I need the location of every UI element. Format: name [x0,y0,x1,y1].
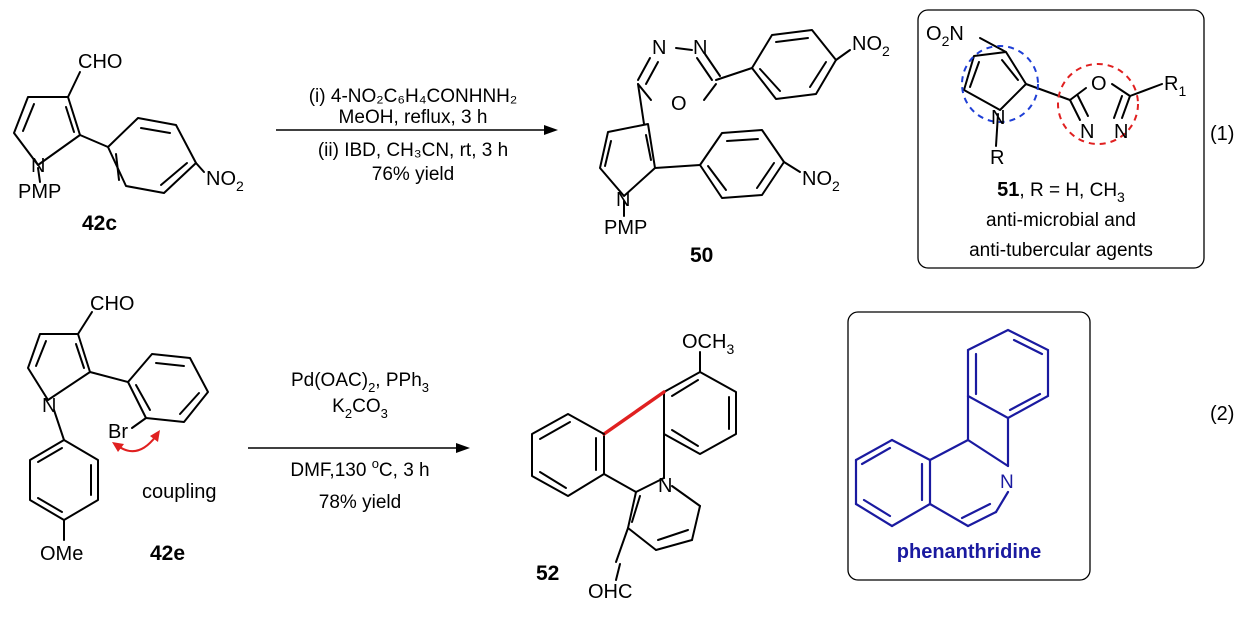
pmp-label-50: PMP [604,217,647,239]
n1-label-51: N [1080,121,1094,143]
inset-caption-line3: anti-tubercular agents [969,240,1153,261]
och3-label-52: OCH3 [682,331,734,357]
compound-id-50: 50 [690,244,713,267]
compound-id-42e: 42e [150,542,185,565]
oxadiazole-n1-label-50: N [652,37,666,59]
inset-caption-line2: anti-microbial and [986,210,1136,231]
reaction-number-1: (1) [1210,123,1234,145]
coupling-arrowhead-left [112,442,124,452]
new-cc-bond [602,390,666,436]
br-label-42e: Br [108,421,128,443]
coupling-arrow [117,435,157,453]
oxadiazole-o-label-50: O [671,93,687,115]
phenanthridine-n-label: N [1000,472,1014,493]
conditions-2-line2: K2CO3 [332,396,388,421]
pmp-label-42c: PMP [18,181,61,203]
compound-50-structure [599,29,851,217]
compound-id-42c: 42c [82,212,117,235]
reaction-number-2: (2) [1210,403,1234,425]
reaction-arrow-2 [248,443,470,453]
n2-label-51: N [1114,121,1128,143]
oxadiazole-n2-label-50: N [693,37,707,59]
coupling-arrowhead-right [150,430,160,442]
n-label-51: N [991,107,1005,129]
reaction-arrow-1 [276,125,558,135]
ome-label-42e: OMe [40,543,83,565]
inset-box-phenanthridine [847,311,1091,581]
red-highlight-circle [1057,63,1139,145]
compound-42c-structure [13,71,205,194]
compound-id-52: 52 [536,562,559,585]
conditions-1-line1: (i) 4-NO₂C₆H₄CONHNH₂ [309,86,518,107]
n-label-52: N [658,475,672,497]
blue-highlight-circle [961,45,1039,123]
n-label-50: N [616,189,630,211]
n-label-42e: N [42,395,56,417]
coupling-label: coupling [142,481,217,503]
conditions-1-line2: MeOH, reflux, 3 h [339,107,488,128]
n-label-42c: N [31,155,45,177]
nitro-label-42c: NO2 [206,168,244,194]
inset-box-51 [917,9,1205,269]
o-label-51: O [1091,73,1107,95]
compound-42e-structure [27,311,209,541]
nitro-bottom-label-50: NO2 [802,168,840,194]
r-label-51: R [990,147,1004,169]
conditions-2-line1: Pd(OAC)2, PPh3 [291,370,429,395]
nitro-top-label-50: NO2 [852,33,890,59]
conditions-1-line3: (ii) IBD, CH₃CN, rt, 3 h [318,140,508,161]
conditions-2-line3: DMF,130 oC, 3 h [290,456,429,481]
aldehyde-label-42e: CHO [90,293,134,315]
inset-caption-51: 51, R = H, CH3 [997,179,1125,205]
phenanthridine-name: phenanthridine [897,541,1041,563]
conditions-1-line4: 76% yield [372,164,454,185]
compound-51-structure [963,37,1163,147]
r1-label-51: R1 [1164,73,1186,99]
phenanthridine-structure [854,328,1050,528]
compound-52-structure [531,351,737,581]
o2n-label-51: O2N [926,23,964,49]
conditions-2-line4: 78% yield [319,492,401,513]
ohc-label-52: OHC [588,581,632,603]
aldehyde-label-42c: CHO [78,51,122,73]
